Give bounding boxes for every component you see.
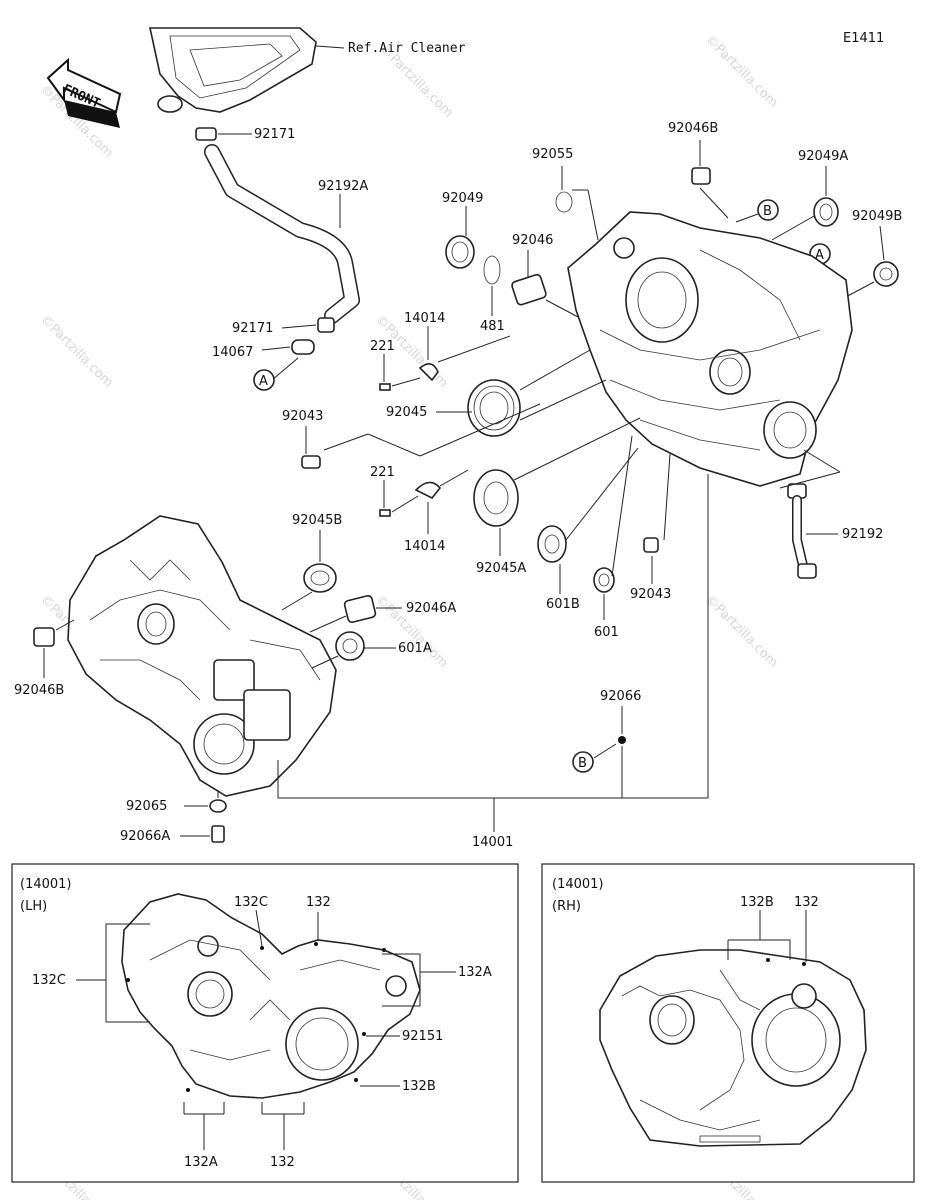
part-label: 132C [234, 895, 268, 910]
part-label: 92046 [512, 233, 553, 248]
part-label: 601A [398, 641, 432, 656]
callout-a: A [815, 248, 824, 263]
bearing-601B [537, 447, 639, 594]
bracket-14001 [277, 474, 709, 832]
bearing-92046B-left [33, 619, 75, 678]
air-cleaner-ref [149, 27, 345, 113]
dowel-92043-right [643, 453, 671, 584]
bearing-92046B-top [691, 140, 729, 219]
bearing-92046 [483, 250, 581, 319]
part-label: 14014 [404, 539, 445, 554]
part-label: 92043 [630, 587, 671, 602]
watermark: ©Partzilla.com [37, 312, 116, 391]
part-label: 132B [740, 895, 774, 910]
callout-b: B [763, 204, 772, 219]
dowel-92043-left [301, 403, 541, 469]
callout-a: A [259, 374, 268, 389]
part-label: 92151 [402, 1029, 443, 1044]
part-label: 92055 [532, 147, 573, 162]
seal-92049A [771, 166, 839, 241]
part-label: 92045A [476, 561, 526, 576]
pipe-92192 [779, 449, 841, 579]
bearing-92045 [436, 349, 607, 437]
rh-box-side: (RH) [552, 899, 581, 914]
bearing-92045A [473, 417, 641, 556]
part-label: 601 [594, 625, 619, 640]
part-label: 221 [370, 465, 395, 480]
part-label: 14001 [472, 835, 513, 850]
ref-air-cleaner-label: Ref.Air Cleaner [348, 41, 466, 56]
part-label: 92065 [126, 799, 167, 814]
part-label: 221 [370, 339, 395, 354]
part-label: 92045B [292, 513, 342, 528]
part-label: 92049 [442, 191, 483, 206]
washer-92065 [184, 790, 227, 813]
rh-detail-box [541, 863, 915, 1183]
part-label: 92046B [668, 121, 718, 136]
part-label: 14014 [404, 311, 445, 326]
part-label: 92049A [798, 149, 848, 164]
part-label: 92049B [852, 209, 902, 224]
lh-box-header: (14001) [20, 877, 72, 892]
part-label: 92171 [232, 321, 273, 336]
rh-box-header: (14001) [552, 877, 604, 892]
part-label: 92043 [282, 409, 323, 424]
watermark: ©Partzilla.com [702, 592, 781, 671]
part-label: 601B [546, 597, 580, 612]
part-label: 14067 [212, 345, 253, 360]
part-label: 132 [306, 895, 331, 910]
seal-92049B [839, 225, 899, 301]
part-label: 92046B [14, 683, 64, 698]
part-label: 92066 [600, 689, 641, 704]
part-label: 132 [270, 1155, 295, 1170]
crankcase-rh-main [567, 211, 853, 487]
lh-box-side: (LH) [20, 899, 47, 914]
oring-92055 [555, 166, 599, 241]
bolt-92066 [593, 706, 626, 798]
part-label: 132C [32, 973, 66, 988]
plate-14014-top [379, 326, 511, 391]
callout-b-circle [757, 199, 779, 221]
callout-b-circle [572, 751, 594, 773]
part-label: 92192A [318, 179, 368, 194]
seal-92049 [445, 206, 475, 269]
bearing-92046A [309, 594, 402, 633]
bearing-601 [593, 435, 633, 620]
plug-92066A [180, 825, 225, 843]
watermark: ©Partzilla.com [702, 32, 781, 111]
part-label: 481 [480, 319, 505, 334]
part-label: 92046A [406, 601, 456, 616]
callout-a-circle [253, 369, 275, 391]
part-label: 132A [184, 1155, 218, 1170]
callout-b: B [578, 756, 587, 771]
part-label: 132A [458, 965, 492, 980]
crankcase-lh-main [67, 515, 337, 797]
lh-detail-box [11, 863, 519, 1183]
bearing-601A [311, 631, 396, 669]
bearing-92045B [281, 530, 337, 611]
part-label: 92045 [386, 405, 427, 420]
plate-14014-bottom [379, 469, 469, 534]
part-label: 92192 [842, 527, 883, 542]
hose-92192A [195, 127, 360, 381]
part-label: 92066A [120, 829, 170, 844]
part-label: 132B [402, 1079, 436, 1094]
diagram-code: E1411 [843, 31, 884, 46]
part-label: 92171 [254, 127, 295, 142]
front-arrow-icon: FRONT [46, 57, 122, 128]
part-label: 132 [794, 895, 819, 910]
